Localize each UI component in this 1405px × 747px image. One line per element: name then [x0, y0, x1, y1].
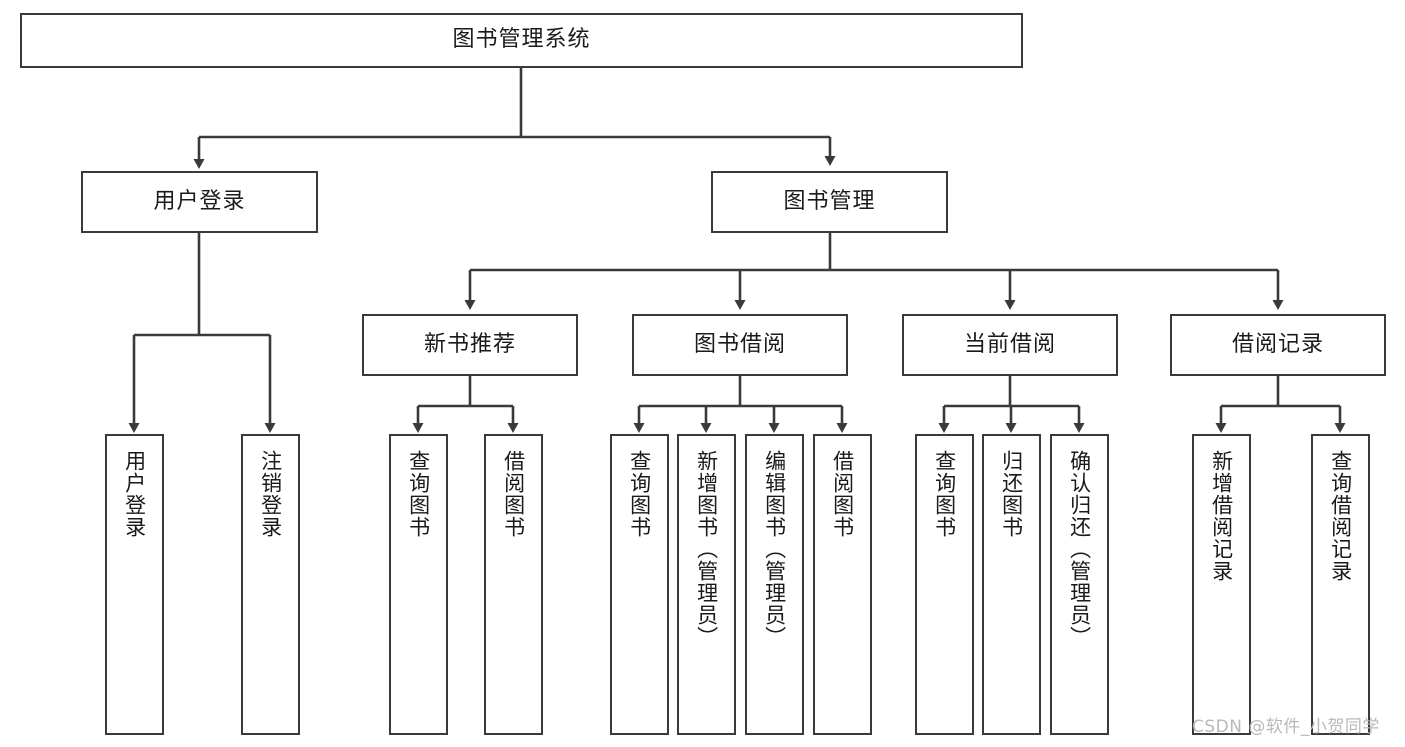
node-current-borrow[interactable]: 当前借阅: [902, 314, 1118, 376]
leaf-book-borrow-edit[interactable]: 编辑图书（管理员）: [745, 434, 804, 735]
leaf-current-borrow-return[interactable]: 归还图书: [982, 434, 1041, 735]
leaf-book-borrow-query[interactable]: 查询图书: [610, 434, 669, 735]
leaf-current-borrow-query[interactable]: 查询图书: [915, 434, 974, 735]
node-new-book-recommend[interactable]: 新书推荐: [362, 314, 578, 376]
node-book-borrow[interactable]: 图书借阅: [632, 314, 848, 376]
leaf-borrow-record-query[interactable]: 查询借阅记录: [1311, 434, 1370, 735]
node-book-management[interactable]: 图书管理: [711, 171, 948, 233]
leaf-new-book-query[interactable]: 查询图书: [389, 434, 448, 735]
leaf-book-borrow-add[interactable]: 新增图书（管理员）: [677, 434, 736, 735]
leaf-book-borrow-lend[interactable]: 借阅图书: [813, 434, 872, 735]
leaf-borrow-record-add[interactable]: 新增借阅记录: [1192, 434, 1251, 735]
leaf-user-login-signin[interactable]: 用户登录: [105, 434, 164, 735]
leaf-current-borrow-confirm[interactable]: 确认归还（管理员）: [1050, 434, 1109, 735]
node-borrow-record[interactable]: 借阅记录: [1170, 314, 1386, 376]
leaf-user-login-signout[interactable]: 注销登录: [241, 434, 300, 735]
node-user-login[interactable]: 用户登录: [81, 171, 318, 233]
node-root[interactable]: 图书管理系统: [20, 13, 1023, 68]
leaf-new-book-borrow[interactable]: 借阅图书: [484, 434, 543, 735]
